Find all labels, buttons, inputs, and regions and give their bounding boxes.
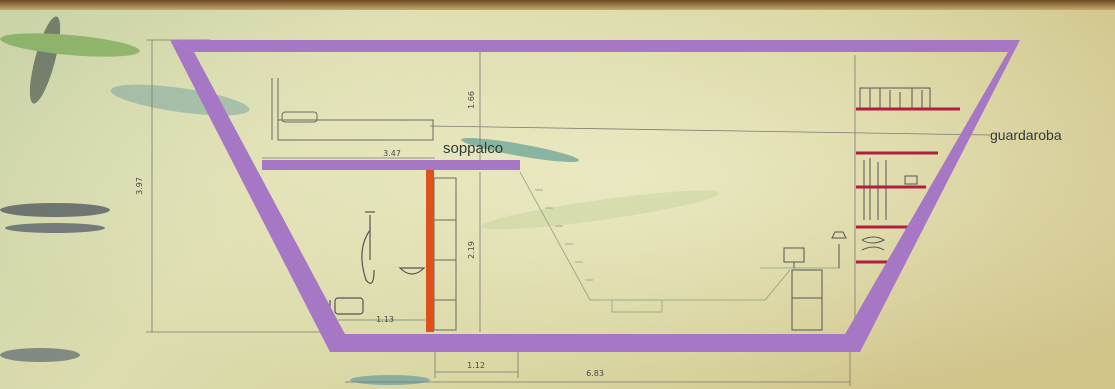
brush-strokes [0, 16, 719, 385]
dim-main-width: 6.83 [586, 369, 604, 378]
dim-upper-height: 1.66 [467, 91, 476, 109]
dim-mezzanine-width: 3.47 [383, 149, 401, 158]
label-mezzanine: soppalco [443, 140, 503, 157]
dim-partition-width: 1.12 [467, 361, 485, 370]
dim-lower-height: 2.19 [467, 241, 476, 259]
dim-total-height: 3.97 [135, 177, 144, 195]
desk-area [783, 231, 847, 331]
wardrobe-shelves [856, 107, 960, 264]
dim-bath-width: 1.13 [376, 315, 394, 324]
partition-wall [426, 170, 434, 332]
building-section-outline [170, 40, 1020, 352]
wardrobe [856, 87, 960, 264]
stair [519, 171, 840, 313]
mezzanine-slab [262, 160, 520, 170]
bed [271, 78, 434, 141]
top-texture-strip [0, 0, 1115, 10]
label-wardrobe: guardaroba [990, 127, 1062, 143]
